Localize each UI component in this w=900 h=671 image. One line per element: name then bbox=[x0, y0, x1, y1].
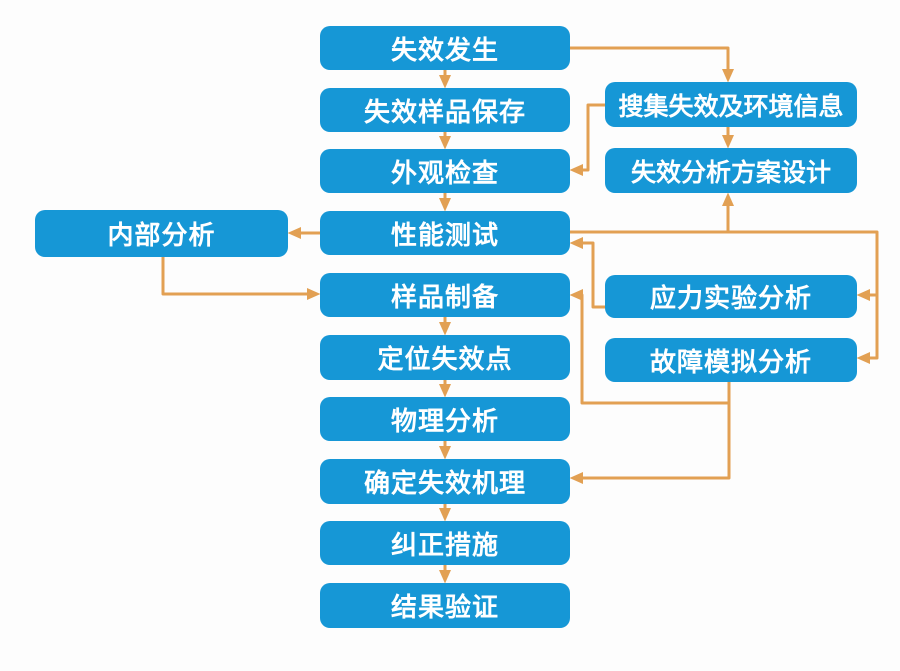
node-failure-occurs: 失效发生 bbox=[320, 26, 570, 70]
node-physical-analysis: 物理分析 bbox=[320, 397, 570, 441]
edge-internal-analysis-to-sample-preparation bbox=[161, 257, 321, 300]
node-corrective-measures-label: 纠正措施 bbox=[390, 530, 499, 561]
edge-stress-test-analysis-to-performance-test bbox=[569, 237, 605, 309]
node-determine-mechanism: 确定失效机理 bbox=[320, 459, 570, 504]
node-physical-analysis-label: 物理分析 bbox=[390, 406, 499, 437]
node-locate-failure-point-label: 定位失效点 bbox=[377, 345, 513, 375]
node-corrective-measures: 纠正措施 bbox=[320, 521, 570, 565]
node-sample-preparation: 样品制备 bbox=[320, 273, 570, 317]
node-visual-inspection: 外观检查 bbox=[320, 149, 570, 193]
node-collect-info: 搜集失效及环境信息 bbox=[605, 82, 857, 127]
node-internal-analysis-label: 内部分析 bbox=[107, 221, 216, 251]
node-performance-test-label: 性能测试 bbox=[390, 220, 499, 251]
edge-collect-info-to-visual-inspection bbox=[569, 103, 605, 176]
node-failure-occurs-label: 失效发生 bbox=[390, 35, 499, 66]
node-plan-design-label: 失效分析方案设计 bbox=[630, 157, 831, 187]
node-stress-test-analysis: 应力实验分析 bbox=[605, 275, 857, 318]
node-plan-design: 失效分析方案设计 bbox=[605, 148, 857, 193]
node-locate-failure-point: 定位失效点 bbox=[320, 335, 570, 380]
node-sample-preserve: 失效样品保存 bbox=[320, 88, 570, 132]
node-collect-info-label: 搜集失效及环境信息 bbox=[618, 91, 844, 121]
node-result-verification-label: 结果验证 bbox=[390, 593, 499, 623]
node-fault-simulation: 故障模拟分析 bbox=[605, 338, 857, 382]
edge-failure-occurs-to-collect-info bbox=[570, 46, 734, 83]
node-result-verification: 结果验证 bbox=[320, 583, 570, 628]
node-sample-preserve-label: 失效样品保存 bbox=[363, 97, 526, 128]
node-determine-mechanism-label: 确定失效机理 bbox=[363, 469, 526, 499]
node-internal-analysis: 内部分析 bbox=[35, 210, 288, 257]
edge-fault-simulation-to-sample-preparation bbox=[569, 289, 729, 405]
node-visual-inspection-label: 外观检查 bbox=[390, 158, 499, 189]
node-fault-simulation-label: 故障模拟分析 bbox=[649, 347, 812, 378]
edge-fault-simulation-to-determine-mechanism bbox=[569, 382, 731, 484]
node-stress-test-analysis-label: 应力实验分析 bbox=[649, 284, 812, 314]
node-sample-preparation-label: 样品制备 bbox=[390, 282, 499, 313]
node-performance-test: 性能测试 bbox=[320, 211, 570, 255]
